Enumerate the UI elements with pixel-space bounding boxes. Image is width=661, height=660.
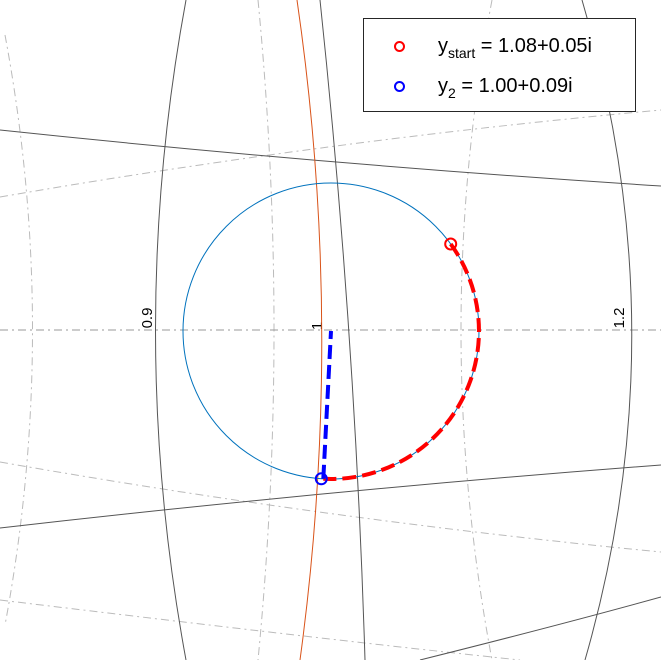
- grid-major-arc: [319, 0, 366, 660]
- legend-label-sub: start: [448, 45, 476, 61]
- grid-major-line: [0, 129, 661, 187]
- legend-label-main: y: [438, 75, 448, 97]
- legend-entry-y_start: ystart = 1.08+0.05i: [364, 27, 635, 67]
- conductance-circle: [296, 0, 323, 660]
- tick-label: 0.9: [139, 308, 156, 329]
- grid-minor-line: [0, 109, 661, 198]
- legend-label-sub: 2: [448, 85, 456, 101]
- legend: ystart = 1.08+0.05i y2 = 1.00+0.09i: [363, 18, 636, 112]
- grid-minor-arc: [4, 34, 33, 626]
- tick-label: 1.2: [611, 308, 628, 329]
- grid-minor-line: [0, 461, 661, 553]
- grid-major-line: [419, 596, 661, 660]
- grid-minor-line: [0, 599, 521, 660]
- legend-label: ystart = 1.08+0.05i: [438, 31, 592, 61]
- point-marker-y_2: [314, 472, 328, 486]
- series-path-y_start: [323, 242, 481, 481]
- series-path-y_2: [321, 330, 333, 479]
- legend-marker-red: [394, 41, 405, 52]
- legend-marker-blue: [394, 81, 405, 92]
- legend-label: y2 = 1.00+0.09i: [438, 71, 573, 101]
- legend-label-value: = 1.00+0.09i: [455, 75, 573, 97]
- grid-major-arc: [155, 0, 187, 660]
- point-marker-y_start: [444, 237, 458, 251]
- tick-label: 1: [309, 322, 326, 330]
- legend-label-value: = 1.08+0.05i: [475, 35, 593, 57]
- grid-major-line: [0, 464, 661, 529]
- legend-label-main: y: [438, 35, 448, 57]
- legend-entry-y_2: y2 = 1.00+0.09i: [364, 67, 635, 107]
- tick-labels: 0.9 1 1.2: [139, 308, 628, 331]
